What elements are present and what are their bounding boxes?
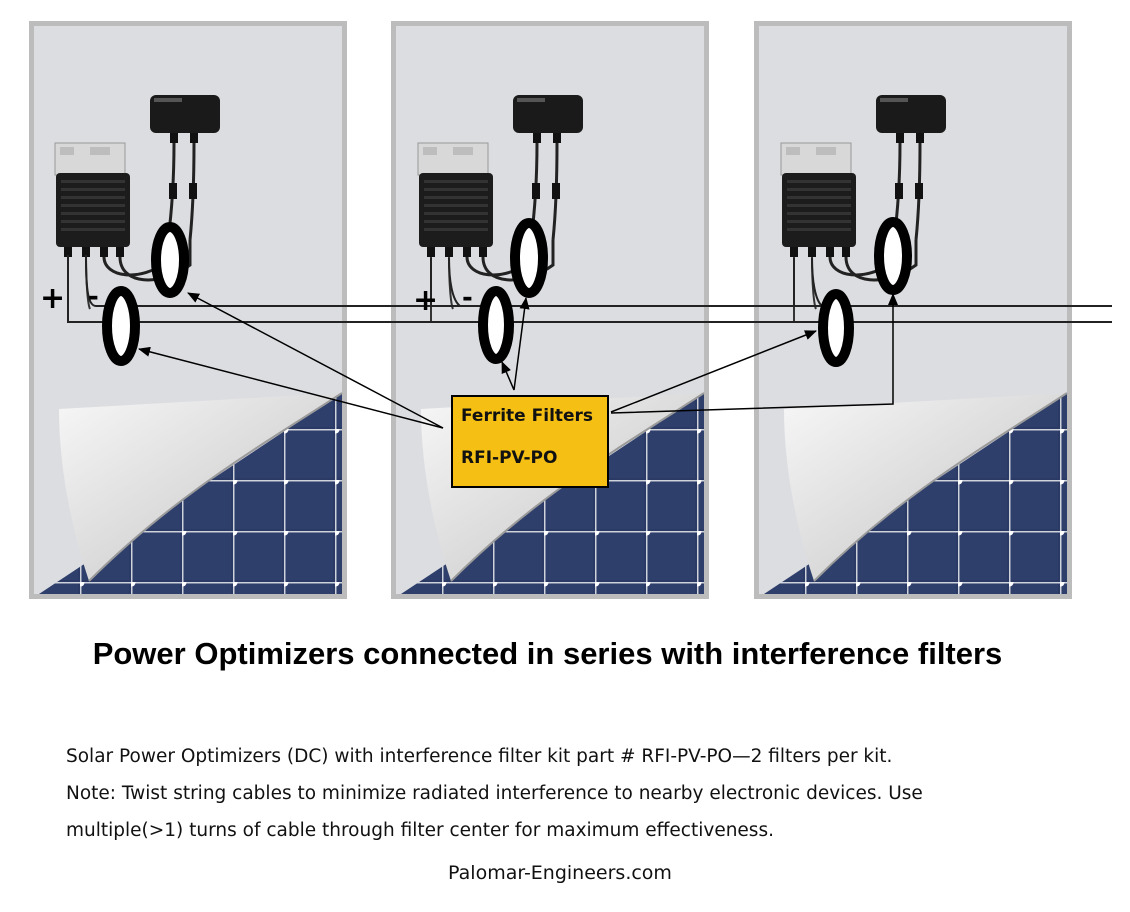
description-line: Note: Twist string cables to minimize ra… [66, 783, 923, 804]
website-footer: Palomar-Engineers.com [448, 862, 672, 884]
plus-sign: + [413, 283, 438, 318]
callout-title: Ferrite Filters [461, 406, 594, 426]
ferrite-filter-icon [102, 217, 912, 367]
string-cables [67, 254, 1112, 323]
power-optimizer-diagram: + - + - [28, 20, 1112, 600]
callout-part-number: RFI-PV-PO [461, 448, 558, 468]
ferrite-filters-callout: Ferrite Filters RFI-PV-PO [451, 395, 609, 488]
minus-sign: - [462, 283, 473, 313]
diagram-title: Power Optimizers connected in series wit… [92, 636, 1003, 671]
plus-sign: + [40, 281, 65, 316]
minus-sign: - [88, 282, 99, 312]
description-line: multiple(>1) turns of cable through filt… [66, 820, 774, 841]
pointer-arrows [138, 292, 898, 429]
description-line: Solar Power Optimizers (DC) with interfe… [66, 746, 893, 767]
description-text: Solar Power Optimizers (DC) with interfe… [66, 738, 1066, 849]
